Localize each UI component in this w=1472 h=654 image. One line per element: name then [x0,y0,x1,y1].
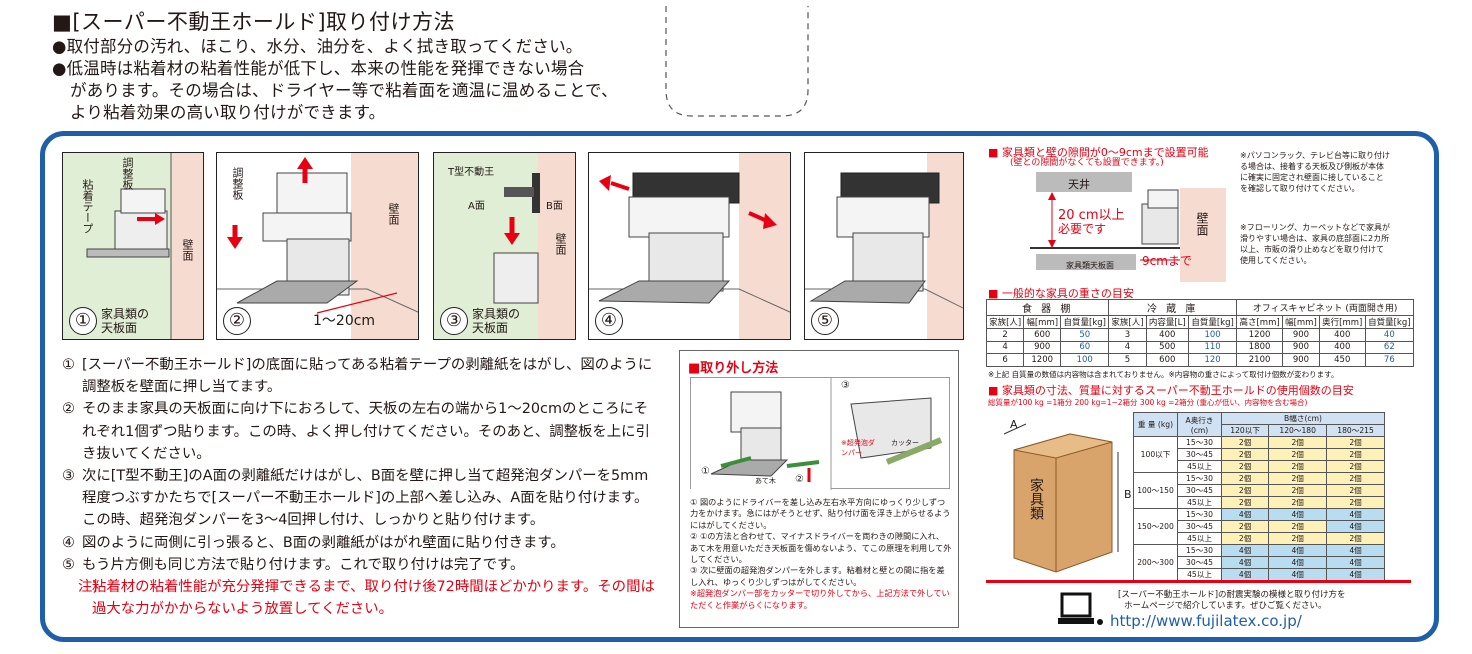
step-number: ② [223,307,251,335]
step3-illustration [493,153,575,339]
removal-label-1: ① [701,466,710,477]
step2-illustration [217,153,418,339]
label-distance: 1～20cm [313,313,376,329]
label-height: 20 cm以上 [1058,208,1125,223]
label-adjust-plate: 調整板 [231,167,244,200]
bullet-lowtemp: ●低温時は粘着材の粘着性能が低下し、本来の性能を発揮できない場合 [52,59,585,78]
step1-illustration [86,153,203,339]
step-panel-4: ④ [588,152,791,340]
label-face-b: B面 [546,201,563,212]
label-wall: 壁面 [1195,212,1209,236]
step-item: ①[スーパー不動王ホールド]の底面に貼ってある粘着テープの剥離紙をはがし、図のよ… [62,357,653,396]
label-face-a: A面 [468,201,485,212]
box-label-a: A [1010,418,1018,431]
step-caption: 家具類の天板面 [101,307,150,335]
step-panel-3: T型不動王 A面 B面 壁面 ③ 家具類の天板面 [433,152,576,340]
box-label-b: B [1124,488,1132,501]
label-wall: 壁面 [181,239,194,261]
removal-instructions: ① 図のようにドライバーを差し込み左右水平方向にゆっくり少しずつ力をかけます。急… [690,497,952,610]
label-top-surface: 家具類天板面 [1066,261,1114,270]
label-ceiling: 天井 [1068,178,1090,191]
gap-title: ■ 家具類と壁の隙間が0～9cmまで設置可能 [988,146,1209,159]
step-number: ① [69,307,97,335]
step-number: ⑤ [811,307,839,335]
page-title: ■[スーパー不動王ホールド]取り付け方法 [52,10,456,34]
weights-note: ※上記 自質量の数値は内容物は含まれておりません。※内容物の重さによって取付け個… [988,370,1339,379]
weights-title: ■ 一般的な家具の重さの目安 [988,287,1134,300]
removal-illustration: ③ ※超発泡ダンパー カッター あて木 ① ② [690,377,950,490]
label-t-type: T型不動王 [448,167,495,178]
gap-note-2: ※フローリング、カーペットなどで家具が滑りやすい場合は、家具の底部面に2カ所以上… [1240,223,1390,265]
gap-note-1: ※パソコンラック、テレビ台等に取り付ける場合は、接着する天板及び側板が本体に確実… [1240,151,1390,193]
gap-subtitle: (壁との隙間がなくても設置できます。) [1010,158,1164,168]
header: ■[スーパー不動王ホールド]取り付け方法 ●取付部分の汚れ、ほこり、水分、油分を… [52,8,652,124]
bullet-lowtemp-cont1: があります。その場合は、ドライヤー等で粘着面を適温に温めることで、 [70,81,618,100]
label-adjust-plate: 調整板 [121,157,134,190]
step-number: ③ [440,307,468,335]
label-needed: 必要です [1058,222,1107,236]
removal-label-3: ③ [841,380,850,391]
steps-list: ①[スーパー不動王ホールド]の底面に貼ってある粘着テープの剥離紙をはがし、図のよ… [62,354,662,620]
removal-label-wood: あて木 [755,477,776,485]
footer-info: [スーパー不動王ホールド]の耐震実験の模様と取り付け方を ホームページで紹介して… [1118,590,1346,611]
label-adhesive-tape: 粘着テープ [81,179,94,234]
removal-title: ■取り外し方法 [688,361,779,376]
bullet-lowtemp-cont2: より粘着効果の高い取り付けができます。 [70,103,386,122]
step-panel-2: 調整板 壁面 1～20cm ② [216,152,419,340]
step5-illustration [805,153,963,339]
label-wall: 壁面 [554,233,567,255]
step-panel-5: ⑤ [804,152,964,340]
removal-section: ■取り外し方法 ③ ※超発泡ダンパー カッター あて木 ① ② ① 図のようにド… [679,350,959,628]
instruction-frame [40,131,1439,642]
footer-divider [986,580,1411,583]
removal-label-cutter: カッター [891,439,919,447]
box-label: 家具類 [1028,478,1044,520]
furniture-box-illustration [1003,423,1119,573]
removal-label-2: ② [795,474,804,485]
step4-illustration [589,153,790,339]
gap-diagram [1030,172,1226,282]
step-panel-1: 調整板 粘着テープ 壁面 ① 家具類の天板面 [62,152,204,340]
cutout-outline [665,6,809,117]
website-link[interactable]: http://www.fujilatex.co.jp/ [1110,612,1302,630]
removal-label-damper: ※超発泡ダンパー [841,439,875,457]
step-caption: 家具類の天板面 [472,307,521,335]
usage-title: ■ 家具類の寸法、質量に対するスーパー不動王ホールドの使用個数の目安 [988,384,1354,397]
computer-icon [1058,592,1103,625]
weights-table: 食 器 棚 冷 蔵 庫 オフィスキャビネット (両面開き用) 家族[人]幅[mm… [985,299,1415,367]
label-wall: 壁面 [387,203,400,225]
usage-subtitle: 総質量が100 kg =1箱分 200 kg=1~2箱分 300 kg =2箱分… [988,398,1308,407]
bullet-clean: ●取付部分の汚れ、ほこり、水分、油分を、よく拭き取ってください。 [52,37,583,56]
caution-note: 注)粘着材の粘着性能が充分発揮できるまで、取り付け後72時間ほどかかります。その… [78,579,655,618]
label-gap: 9cmまで [1142,254,1192,268]
step-number: ④ [595,307,623,335]
